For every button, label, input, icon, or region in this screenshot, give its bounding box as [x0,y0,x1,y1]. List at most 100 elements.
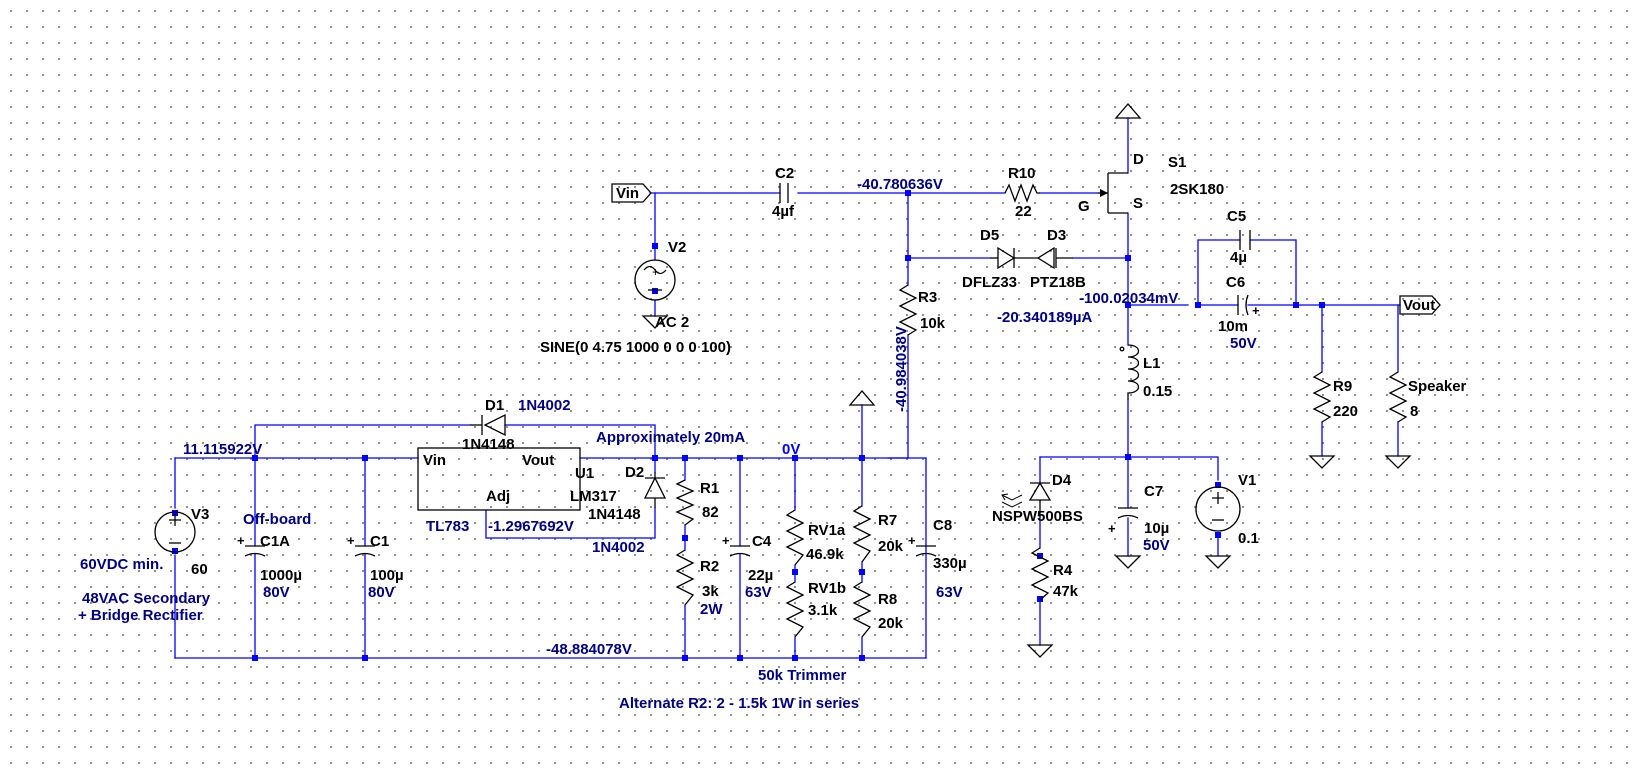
resistor-r9[interactable]: R9 220 [1312,371,1358,423]
voltage-zero-label: 0V [782,441,800,458]
components-c8-name-label: C8 [933,517,952,534]
components-c7-value-label: 10µ [1144,520,1169,537]
ground-icon [1308,455,1336,469]
voltage-supply-neg-label: -48.884078V [546,641,632,658]
components-rv1a-name-label: RV1a [808,522,846,539]
junctions [172,190,1325,661]
components-c7-rating-label: 50V [1143,537,1170,554]
resistor-speaker[interactable]: Speaker 8 [1388,371,1467,423]
components-r9-name-label: R9 [1333,378,1352,395]
components-c1a-rating-label: 80V [263,584,290,601]
components-c2-value-label: 4µf [772,203,795,220]
components-v2-spec-label: SINE(0 4.75 1000 0 0 0 100) [540,339,731,356]
jfet-s1[interactable]: D G S S1 2SK180 [1078,151,1224,215]
components-d4-value-label: NSPW500BS [992,508,1083,525]
diode-d5[interactable]: D5 DFLZ33 [962,227,1038,291]
net-label-vout-text: Vout [1403,297,1435,314]
components-v3-name-label: V3 [191,506,209,523]
ground-icon [641,315,669,329]
resistor-r4[interactable]: R4 47k [1030,547,1079,601]
resistor-rv1a[interactable]: RV1a 46.9k [785,509,846,566]
resistor-r3[interactable]: R3 10k [898,284,946,336]
diode-d2[interactable]: D2 1N4148 1N4002 [588,464,667,556]
components-c1-name-label: C1 [370,533,389,550]
voltage-supply-pos-label: 11.115922V [183,441,262,458]
diode-d1[interactable]: D1 1N4002 1N4148 [462,397,571,453]
components-rv1b-value-label: 3.1k [808,602,838,619]
voltage-source-v3[interactable]: V3 60 60VDC min. 48VAC Secondary + Bridg… [78,506,211,624]
capacitor-c4[interactable]: + C4 22µ 63V [722,533,773,601]
components-d2-value-label: 1N4148 [588,506,641,523]
resistor-r2[interactable]: R2 3k 2W [675,549,723,618]
diode-d3[interactable]: D3 PTZ18B [1030,227,1086,291]
components-r2-value-label: 3k [702,583,719,600]
components-r10-name-label: R10 [1008,165,1036,182]
components-r3-name-label: R3 [918,289,937,306]
components-c5-name-label: C5 [1227,208,1246,225]
components-s1-pin-d-label: D [1133,151,1144,168]
components-u1-value-label: LM317 [570,488,617,505]
ground-icon [1026,644,1054,658]
symbol-label: + [347,533,355,548]
capacitor-c5[interactable]: C5 4µ [1227,208,1251,266]
components-d1-name-label: D1 [485,397,504,414]
components-r2-name-label: R2 [700,558,719,575]
components-c4-value-label: 22µ [748,567,773,584]
components-r2-rating-label: 2W [700,601,723,618]
components-c8-value-label: 330µ [933,555,967,572]
capacitor-c1a[interactable]: + C1A 1000µ 80V Off-board [237,511,311,601]
components-v2-name-label: V2 [668,239,686,256]
voltage-source-v1[interactable]: V1 0.1 [1195,472,1259,547]
net-label-vout[interactable]: Vout [1399,295,1441,315]
led-d4[interactable]: D4 NSPW500BS [992,472,1083,525]
components-r3-value-label: 10k [920,315,946,332]
symbol-label: + [1108,521,1116,536]
components-r10-value-label: 22 [1015,203,1032,220]
capacitor-c1[interactable]: + C1 100µ 80V [347,533,404,601]
supply-arrow-icon [1114,103,1142,119]
components-v1-name-label: V1 [1238,472,1256,489]
voltage-r3-label: -40.984038V [893,326,910,412]
voltage-source-label: -100.02034mV [1079,290,1178,307]
voltage-gate-label: -40.780636V [857,176,943,193]
symbol-label: + [652,265,659,279]
components-c5-value-label: 4µ [1230,249,1247,266]
capacitor-c8[interactable]: + C8 330µ 63V [908,517,967,601]
regulator-u1[interactable]: Vin Vout Adj U1 LM317 TL783 [417,447,617,535]
components-d3-name-label: D3 [1047,227,1066,244]
components-c1a-note-label: Off-board [243,511,311,528]
components-u1-pin-adj-label: Adj [486,488,510,505]
ground-icon [1114,555,1142,569]
components-r7-name-label: R7 [878,512,897,529]
components-c6-rating-label: 50V [1230,335,1257,352]
components-r1-value-label: 82 [702,504,719,521]
resistor-r7[interactable]: R7 20k [852,505,904,563]
components-d2-alt-label: 1N4002 [592,539,645,556]
resistor-r1[interactable]: R1 82 [675,479,719,526]
components-r1-name-label: R1 [700,480,719,497]
components-d1-value-label: 1N4148 [462,436,515,453]
symbol-label: + [237,533,245,548]
inductor-l1[interactable]: L1 0.15 [1119,344,1172,400]
components-r8-value-label: 20k [878,615,904,632]
supply-arrow-icon [848,390,876,406]
components-rv1b-name-label: RV1b [808,580,846,597]
components-r4-value-label: 47k [1053,583,1079,600]
components-u1-name-label: U1 [575,465,594,482]
components-v3-note3-label: + Bridge Rectifier [78,607,203,624]
resistor-r8[interactable]: R8 20k [852,581,904,638]
resistor-r10[interactable]: R10 22 [1004,165,1040,220]
components-d3-value-label: PTZ18B [1030,274,1086,291]
capacitor-c2[interactable]: C2 4µf [772,165,795,220]
voltage-source-v2[interactable]: + V2 AC 2 SINE(0 4.75 1000 0 0 0 100) [540,239,731,356]
net-label-vin[interactable]: Vin [611,183,652,203]
components-u1-alt-label: TL783 [426,518,469,535]
resistor-rv1b[interactable]: RV1b 3.1k [785,580,846,638]
components-speaker-value-label: 8 [1410,403,1418,420]
capacitor-c6[interactable]: + C6 10m 50V [1218,274,1260,352]
symbol-label: + [1252,303,1260,318]
components-speaker-name-label: Speaker [1408,378,1467,395]
capacitor-c7[interactable]: + C7 10µ 50V [1108,483,1170,554]
components-c7-name-label: C7 [1144,483,1163,500]
